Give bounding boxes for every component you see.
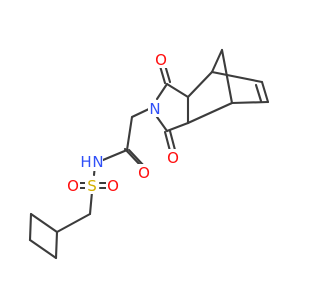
bond-upper-imide-carbonyl-a <box>158 64 167 85</box>
bond-lower-imide-carbonyl-a <box>163 130 172 153</box>
bond-cyclobutane-1 <box>29 212 59 234</box>
lower-imide-oxygen: O <box>166 149 180 167</box>
amide-nitrogen: H N <box>80 153 104 171</box>
upper-imide-oxygen: O <box>154 51 168 69</box>
bond-cyclobutane-4 <box>54 230 59 260</box>
bond-fusion-upper-bridgehead <box>186 70 214 99</box>
bond-cyclobutane-2 <box>28 212 33 242</box>
bond-carbonyl-methylene <box>125 115 134 152</box>
sulfur-label: S <box>87 177 97 195</box>
bond-amide-carbonyl-a <box>123 147 143 168</box>
bond-alkene-inner <box>254 83 263 103</box>
imide-nitrogen-label: N <box>149 100 160 118</box>
atom-labels: S O O H N O N O O <box>66 51 180 195</box>
bond-amide-nitrogen-carbonyl <box>101 148 129 162</box>
bond-methylene-sulfur <box>88 190 94 216</box>
bond-lower-carbonyl-bridgehead <box>165 121 190 133</box>
bond-cyclobutyl-methylene <box>55 212 92 234</box>
imide-nitrogen: N <box>148 100 162 118</box>
bond-fusion-lower-bridgehead <box>186 101 234 125</box>
amide-oxygen: O <box>137 164 151 182</box>
chemical-structure-diagram: S O O H N O N O O <box>28 48 270 260</box>
sulfonyl-oxygen-right: O <box>106 177 120 195</box>
sulfonyl-oxygen-left: O <box>66 177 80 195</box>
amide-nitrogen-label: N <box>92 153 103 171</box>
sulfonyl-oxygen-left-label: O <box>67 177 79 195</box>
bond-alkene-outer <box>260 80 270 104</box>
bond-upper-bridgehead-methylene <box>210 48 224 74</box>
amide-oxygen-label: O <box>138 164 150 182</box>
sulfur-atom: S <box>85 177 99 195</box>
bond-imide-nitrogen-lower-carbonyl <box>155 115 169 133</box>
bond-imide-nitrogen-upper-carbonyl <box>155 82 169 101</box>
amide-hydrogen-label: H <box>80 153 91 171</box>
bond-upper-bridgehead-alkene <box>210 70 264 84</box>
bonds <box>28 48 270 260</box>
bond-methylene-lower-bridgehead <box>220 48 234 105</box>
bond-upper-carbonyl-bridgehead <box>165 82 190 99</box>
bond-lower-imide-carbonyl-b <box>168 129 177 152</box>
bond-alkene-lower-bridgehead <box>230 100 270 105</box>
sulfonyl-oxygen-right-label: O <box>107 177 119 195</box>
upper-imide-oxygen-label: O <box>155 51 167 69</box>
bond-methylene-imide-nitrogen <box>130 106 153 119</box>
bond-cyclobutane-3 <box>28 238 58 260</box>
lower-imide-oxygen-label: O <box>167 149 179 167</box>
